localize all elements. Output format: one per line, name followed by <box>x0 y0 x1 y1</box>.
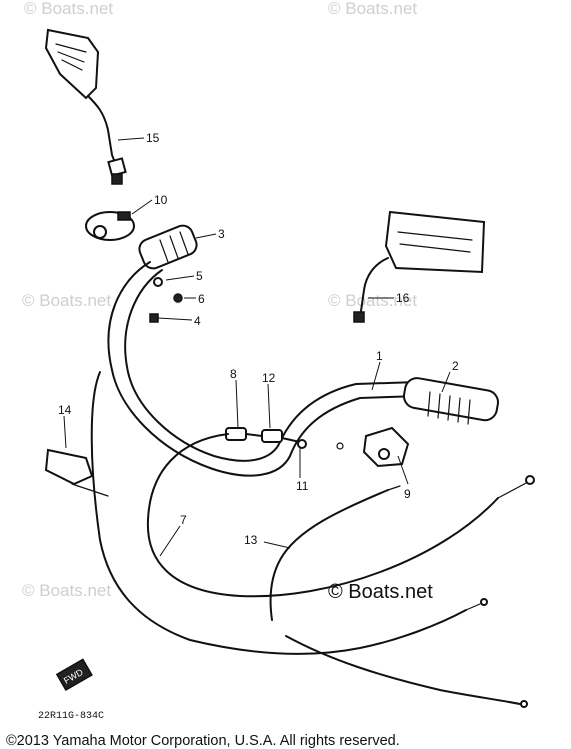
part-code: 22R11G-834C <box>38 711 104 722</box>
brand-label: © Boats.net <box>328 581 433 603</box>
callout-3: 3 <box>218 227 225 241</box>
lever-holder-10 <box>85 211 135 241</box>
leader-lines <box>63 137 451 557</box>
left-mirror <box>44 28 127 185</box>
callout-7: 7 <box>180 513 187 527</box>
callout-numbers: 15 10 3 5 6 4 1 2 8 12 11 9 14 7 13 16 <box>58 131 459 547</box>
callout-16: 16 <box>396 291 410 305</box>
callout-13: 13 <box>244 533 258 547</box>
callout-4: 4 <box>194 314 201 328</box>
callout-15: 15 <box>146 131 160 145</box>
callout-6: 6 <box>198 292 205 306</box>
switch-9 <box>362 426 410 468</box>
callout-10: 10 <box>154 193 168 207</box>
handlebar-1 <box>107 261 421 477</box>
callout-9: 9 <box>404 487 411 501</box>
callout-8: 8 <box>230 367 237 381</box>
watermark-text: © Boats.net <box>328 291 417 310</box>
right-grip-2 <box>402 377 499 425</box>
fwd-arrow-icon: FWD <box>55 658 93 691</box>
watermarks: © Boats.net © Boats.net © Boats.net © Bo… <box>22 0 417 600</box>
left-grip-3 <box>138 224 198 270</box>
fasteners <box>149 277 183 323</box>
switch-14 <box>44 448 109 497</box>
callout-2: 2 <box>452 359 459 373</box>
callout-11: 11 <box>296 479 309 493</box>
right-mirror <box>353 210 486 323</box>
callout-1: 1 <box>376 349 383 363</box>
cables <box>90 371 535 708</box>
copyright-notice: ©2013 Yamaha Motor Corporation, U.S.A. A… <box>6 733 400 749</box>
callout-5: 5 <box>196 269 203 283</box>
callout-12: 12 <box>262 371 276 385</box>
watermark-text: © Boats.net <box>24 0 113 18</box>
callout-14: 14 <box>58 403 72 417</box>
watermark-text: © Boats.net <box>328 0 417 18</box>
watermark-text: © Boats.net <box>22 291 111 310</box>
watermark-text: © Boats.net <box>22 581 111 600</box>
adjuster-8-12-11 <box>225 427 344 450</box>
